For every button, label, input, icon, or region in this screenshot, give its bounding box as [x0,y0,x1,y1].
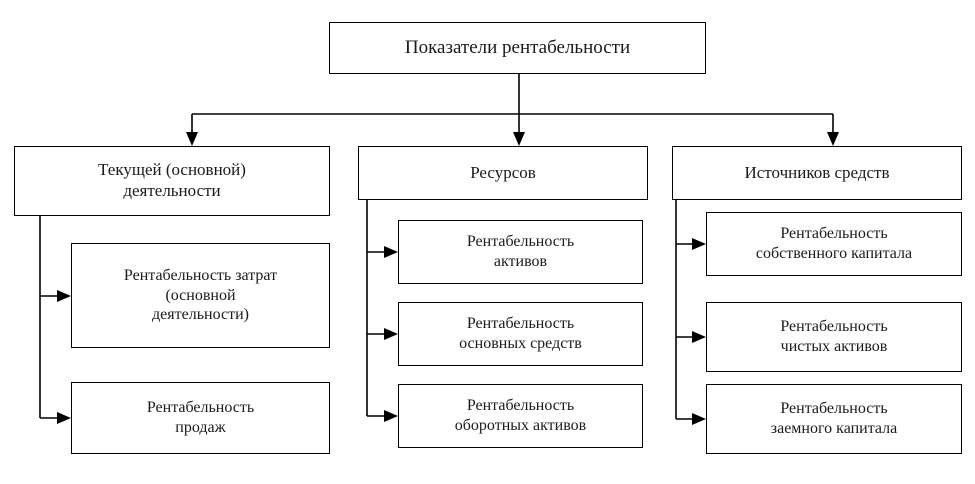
node-leaf-fixed-assets-profitability: Рентабельность основных средств [398,302,643,366]
arrowhead-current-activity [186,132,198,146]
arrowhead-resources [513,132,525,146]
node-category-resources: Ресурсов [358,146,648,200]
node-leaf-assets-profitability: Рентабельность активов [398,220,643,284]
arrowhead-funding-sources [827,132,839,146]
arrowhead-fixed-assets [384,328,398,340]
node-category-funding-sources: Источников средств [672,146,962,200]
arrowhead-assets [384,246,398,258]
node-category-resources-label: Ресурсов [470,162,536,182]
node-leaf-cost-profitability: Рентабельность затрат (основной деятельн… [71,243,330,348]
node-leaf-equity-profitability-label: Рентабельность собственного капитала [755,225,913,262]
node-leaf-current-assets-profitability: Рентабельность оборотных активов [398,384,643,448]
node-leaf-sales-profitability: Рентабельность продаж [71,382,330,454]
node-leaf-net-assets-profitability-label: Рентабельность чистых активов [780,318,888,355]
node-leaf-cost-profitability-label: Рентабельность затрат (основной деятельн… [123,267,278,324]
node-category-funding-sources-label: Источников средств [744,162,890,182]
node-leaf-debt-capital-profitability-label: Рентабельность заемного капитала [770,400,898,437]
node-leaf-fixed-assets-profitability-label: Рентабельность основных средств [459,315,582,352]
node-leaf-net-assets-profitability: Рентабельность чистых активов [706,302,962,372]
node-leaf-equity-profitability: Рентабельность собственного капитала [706,212,962,276]
node-leaf-assets-profitability-label: Рентабельность активов [466,233,575,270]
node-leaf-debt-capital-profitability: Рентабельность заемного капитала [706,384,962,454]
arrowhead-cost-profitability [57,290,71,302]
node-leaf-current-assets-profitability-label: Рентабельность оборотных активов [454,397,587,434]
node-root-label: Показатели рентабельности [404,37,631,59]
arrowhead-equity [692,238,706,250]
node-category-current-activity-label: Текущей (основной) деятельности [98,160,246,200]
arrowhead-current-assets [384,410,398,422]
node-category-current-activity: Текущей (основной) деятельности [14,146,330,216]
arrowhead-sales-profitability [57,412,71,424]
node-leaf-sales-profitability-label: Рентабельность продаж [146,399,255,436]
arrowhead-debt-capital [692,413,706,425]
arrowhead-net-assets [692,331,706,343]
node-root-rentability-indicators: Показатели рентабельности [329,22,706,74]
